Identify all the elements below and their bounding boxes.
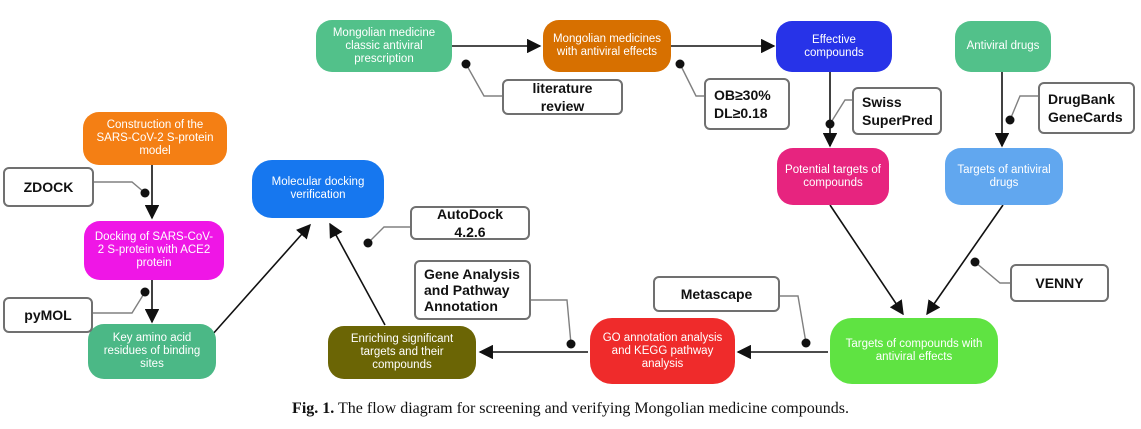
node-mongolian-classic: Mongolian medicine classic antiviral pre… [316, 20, 452, 72]
tag-literature-review: literature review [502, 79, 623, 115]
connector-dot [1005, 115, 1015, 125]
tag-swiss-superpred: Swiss SuperPred [852, 87, 942, 135]
node-targets-antiviral: Targets of antiviral drugs [945, 148, 1063, 205]
figure-caption-text: The flow diagram for screening and verif… [337, 400, 849, 417]
connector-swiss [829, 99, 854, 125]
tag-autodock-label: AutoDock 4.2.6 [436, 206, 504, 240]
connector-metascape [778, 295, 807, 344]
tag-pymol: pyMOL [3, 297, 93, 333]
tag-superpred-label: SuperPred [862, 112, 933, 128]
node-key-amino: Key amino acid residues of binding sites [88, 324, 216, 379]
node-effective-compounds: Effective compounds [776, 21, 892, 72]
tag-drugbank-label: DrugBank [1048, 91, 1115, 107]
tag-gene-analysis: Gene Analysis and Pathway Annotation [414, 260, 531, 320]
arrow-potential-to-combined [829, 204, 904, 316]
tag-venny-label: VENNY [1035, 275, 1084, 291]
connector-dot [801, 338, 811, 348]
connector-ob-dl [679, 63, 706, 97]
connector-venny [974, 261, 1012, 284]
connector-drugbank [1009, 95, 1040, 121]
tag-ob-label: OB≥30% [714, 87, 771, 103]
node-enriching: Enriching significant targets and their … [328, 326, 476, 379]
tag-metascape-label: Metascape [680, 286, 753, 302]
node-potential-targets: Potential targets of compounds [777, 148, 889, 205]
arrow-targets-to-combined [926, 204, 1004, 316]
figure-caption-label: Fig. 1. [292, 400, 335, 417]
figure-caption: Fig. 1. The flow diagram for screening a… [0, 400, 1141, 418]
arrow-key-to-docking [211, 223, 311, 336]
node-molecular-docking: Molecular docking verification [252, 160, 384, 218]
connector-pymol [91, 291, 146, 314]
arrow-enriching-to-docking [329, 222, 386, 326]
node-targets-compounds-antiviral: Targets of compounds with antiviral effe… [830, 318, 998, 384]
node-mongolian-effects: Mongolian medicines with antiviral effec… [543, 20, 671, 72]
node-go-kegg: GO annotation analysis and KEGG pathway … [590, 318, 735, 384]
connector-literature [465, 63, 504, 97]
connector-dot [461, 59, 471, 69]
tag-drugbank-genecards: DrugBank GeneCards [1038, 82, 1135, 134]
tag-ob-dl: OB≥30% DL≥0.18 [704, 78, 790, 130]
connector-dot [363, 238, 373, 248]
connector-gene-analysis [530, 299, 572, 345]
tag-venny: VENNY [1010, 264, 1109, 302]
tag-zdock-label: ZDOCK [23, 179, 74, 195]
tag-gene-analysis-label: Gene Analysis and Pathway Annotation [424, 266, 520, 314]
connector-dot [825, 119, 835, 129]
connector-dot [566, 339, 576, 349]
tag-literature-review-label: literature review [532, 80, 593, 114]
tag-genecards-label: GeneCards [1048, 109, 1123, 125]
connector-zdock [92, 181, 146, 194]
node-docking-ace2: Docking of SARS-CoV-2 S-protein with ACE… [84, 221, 224, 280]
tag-metascape: Metascape [653, 276, 780, 312]
node-antiviral-drugs: Antiviral drugs [955, 21, 1051, 72]
tag-zdock: ZDOCK [3, 167, 94, 207]
connector-dot [970, 257, 980, 267]
connector-dot [140, 188, 150, 198]
tag-autodock: AutoDock 4.2.6 [410, 206, 530, 240]
connector-dot [140, 287, 150, 297]
connector-dot [675, 59, 685, 69]
tag-swiss-label: Swiss [862, 94, 902, 110]
tag-pymol-label: pyMOL [24, 307, 72, 323]
tag-dl-label: DL≥0.18 [714, 105, 768, 121]
connector-autodock [367, 226, 412, 244]
node-construction: Construction of the SARS-CoV-2 S-protein… [83, 112, 227, 165]
